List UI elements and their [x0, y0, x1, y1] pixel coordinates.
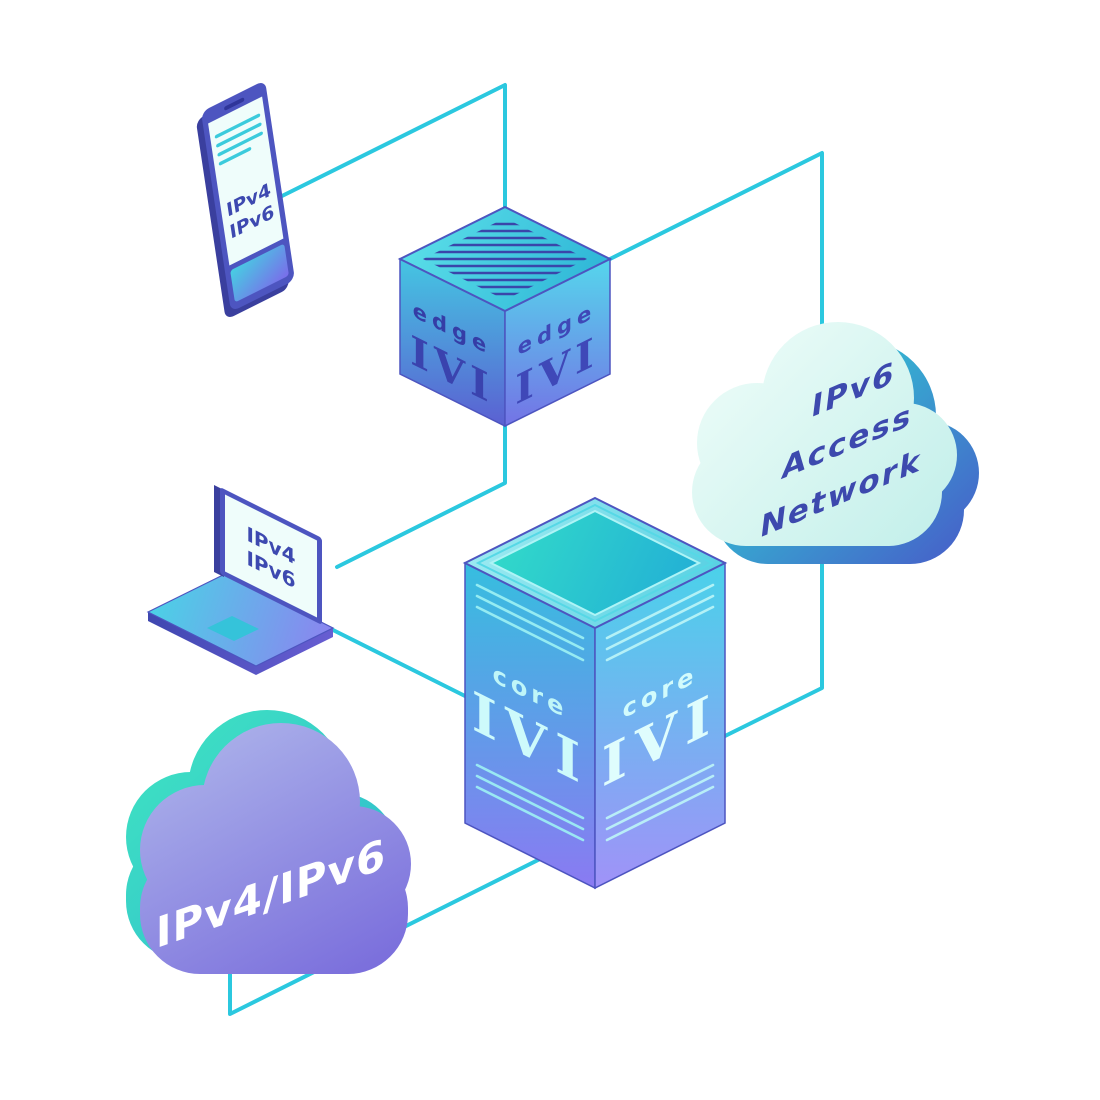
ipv6-access-cloud-body	[692, 322, 957, 546]
laptop-screen	[225, 494, 317, 618]
smartphone: IPv4 IPv6	[196, 83, 294, 317]
ipv4-ipv6-cloud-body	[140, 723, 411, 974]
edge-router-cube: edge IVI edge IVI	[397, 205, 613, 428]
phone-bottom-band	[230, 244, 289, 302]
laptop-touchpad	[207, 616, 259, 641]
ipv6-access-cloud: IPv6 Access Network	[692, 322, 979, 564]
phone-speaker-icon	[224, 97, 245, 111]
connection-line-phone-to-edge	[280, 83, 507, 214]
phone-content-lines	[214, 113, 263, 166]
core-left-vents	[475, 583, 585, 842]
core-top-mid-ring	[475, 503, 715, 623]
laptop-base	[146, 573, 335, 667]
core-router-server: core IVI core IVI	[462, 496, 728, 890]
phone-screen	[208, 96, 284, 266]
core-top-panel	[488, 509, 702, 617]
connection-line-laptop-to-core	[331, 628, 467, 698]
ipv4-ipv6-cloud: IPv4/IPv6	[126, 710, 411, 974]
connection-line-edge-to-laptop	[335, 422, 507, 569]
laptop-base-thickness	[148, 612, 333, 675]
core-right-vents	[605, 583, 715, 842]
laptop: IPv4 IPv6	[146, 485, 335, 675]
